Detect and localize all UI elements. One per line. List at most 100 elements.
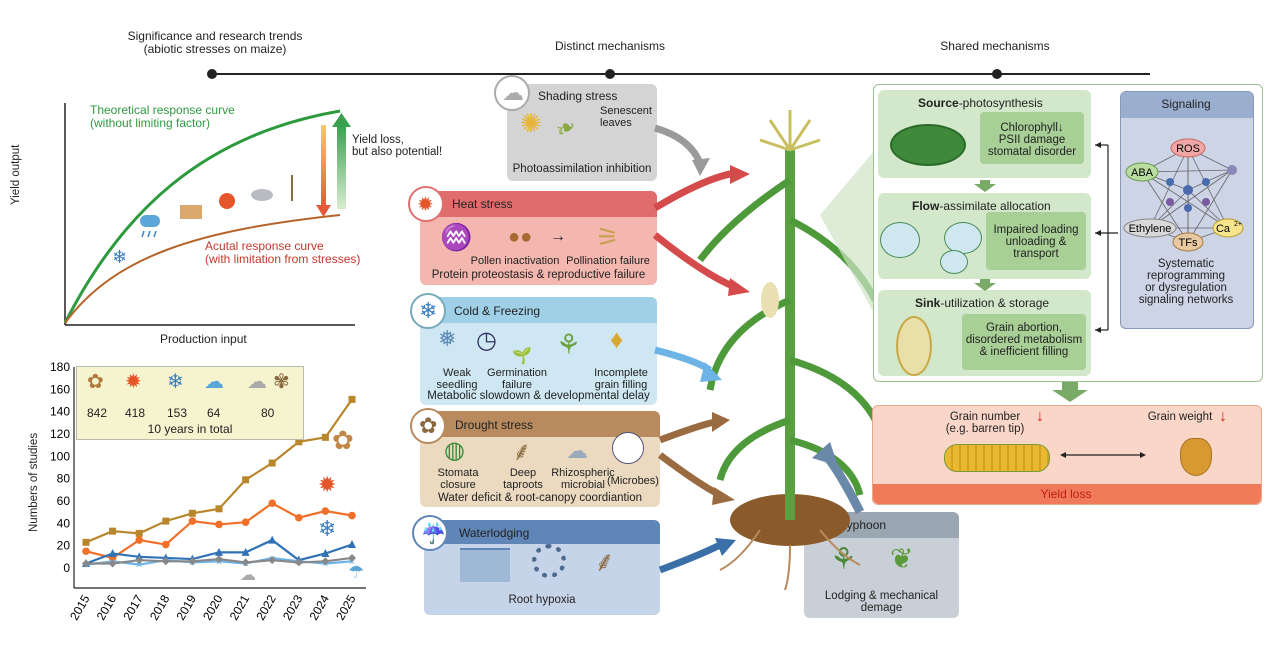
point-waterlogging: × xyxy=(349,556,355,568)
flow-title: Flow-assimilate allocation xyxy=(912,199,1051,213)
point-heat xyxy=(321,507,330,515)
heat-stress-panel xyxy=(420,191,657,285)
flooded-roots-icon xyxy=(460,548,510,582)
shading-title: Shading stress xyxy=(538,89,618,103)
waterlogging-title: Waterlodging xyxy=(459,526,530,540)
point-drought xyxy=(109,527,117,535)
heat-icon: ✹ xyxy=(125,371,142,393)
production-input-axis-label: Production input xyxy=(160,332,247,346)
point-cold xyxy=(108,548,117,557)
y-tick-label: 80 xyxy=(57,472,71,486)
shading-arrow xyxy=(653,124,704,165)
point-cold xyxy=(215,547,223,556)
timeline xyxy=(207,69,1150,79)
point-heat xyxy=(348,511,356,520)
yield-loss-arrow xyxy=(316,125,331,217)
grain-weight-label: Grain weight xyxy=(1147,411,1213,423)
ethylene-node xyxy=(1123,218,1177,238)
header-significance: Significance and research trends (abioti… xyxy=(127,29,303,56)
ca-node xyxy=(1212,218,1244,238)
point-heat xyxy=(268,499,277,508)
plant-icon: ⚘ xyxy=(556,329,582,360)
corn-cob-icon: ♦ xyxy=(610,324,624,354)
point-drought xyxy=(215,505,223,513)
silk-icon: ⚞ xyxy=(596,222,620,252)
cold-caption: Metabolic slowdown & developmental delay xyxy=(427,390,650,402)
point-heat xyxy=(82,547,90,556)
point-drought xyxy=(348,395,356,403)
inset-count-heat: 418 xyxy=(125,406,146,420)
point-heat xyxy=(162,540,170,549)
header-shared: Shared mechanisms xyxy=(940,39,1050,53)
cold-weak-label: Weak seedling xyxy=(436,367,478,391)
drought-badge: ✿ xyxy=(410,408,446,444)
signaling-network: ROS ABA Ethylene TFs Ca 2+ xyxy=(1123,138,1244,252)
hot-sun-icon: ✹ xyxy=(417,194,434,216)
point-heat xyxy=(135,536,143,544)
point-drought xyxy=(188,509,196,517)
stomata-icon: ◍ xyxy=(444,437,465,464)
heat-title-bar xyxy=(420,191,657,217)
point-heat xyxy=(241,518,250,527)
point-shading_typhoon xyxy=(188,557,197,566)
microbes-circle-icon xyxy=(612,432,644,464)
inset-count-waterlogging: 64 xyxy=(207,406,221,420)
cloud-sun-icon: ☁ xyxy=(502,80,524,105)
y-tick-label: 140 xyxy=(50,405,70,419)
rain-end-icon: ☂ xyxy=(348,562,365,582)
shading-caption: Photoassimilation inhibition xyxy=(512,163,652,175)
cold-end-icon: ❄ xyxy=(318,516,337,541)
chloroplast-icon xyxy=(890,124,966,166)
pollen-icon: ♒ xyxy=(440,222,473,252)
ros-node xyxy=(1170,138,1206,158)
y-tick-label: 60 xyxy=(57,494,71,508)
point-drought xyxy=(82,538,90,546)
cold-incomplete-label: Incomplete grain filling xyxy=(594,367,648,391)
snowflake-icon: ❄ xyxy=(167,371,184,393)
sink-effects-box: Grain abortion, disordered metabolism & … xyxy=(962,314,1086,370)
ca-charge-label: 2+ xyxy=(1234,221,1242,228)
shading-stress-panel xyxy=(507,84,657,181)
typhoon-icon: ✾ xyxy=(273,371,290,393)
heat-badge: ✹ xyxy=(408,186,444,222)
header-distinct: Distinct mechanisms xyxy=(554,39,666,53)
theoretical-curve xyxy=(63,109,341,324)
drought-icon: ✿ xyxy=(87,371,104,393)
cold-badge: ❄ xyxy=(410,293,446,329)
source-cell-icon xyxy=(880,222,920,258)
grain-connector xyxy=(1060,452,1146,458)
point-drought xyxy=(295,438,303,446)
point-shading_typhoon xyxy=(294,558,303,567)
point-shading_typhoon xyxy=(241,558,250,567)
point-heat xyxy=(215,520,223,529)
heat-arrow-bottom xyxy=(652,232,737,291)
broken-leaf-icon: ❦ xyxy=(890,543,914,574)
waterlogging-arrow xyxy=(658,541,722,574)
source-title: Source-photosynthesis xyxy=(918,96,1043,110)
yield-loss-label: Yield loss, but also potential! xyxy=(352,134,443,158)
point-drought xyxy=(242,476,250,484)
snowflake-badge-icon: ❄ xyxy=(419,298,438,323)
shading-end-icon: ☁ xyxy=(240,567,256,584)
heat-pollen-label: Pollen inactivation xyxy=(470,255,560,267)
y-tick-label: 0 xyxy=(63,561,70,575)
cold-freezing-panel xyxy=(420,297,657,405)
signaling-title-bar xyxy=(1121,92,1253,118)
kernel-grain-icon xyxy=(1180,438,1212,476)
sink-cell-icon-2 xyxy=(940,250,968,274)
point-shading_typhoon xyxy=(161,557,170,566)
waterlogging-badge: ☔ xyxy=(412,515,448,551)
frost-icon: ❅ xyxy=(438,326,457,351)
drought-title: Drought stress xyxy=(455,418,534,432)
seedling-icon: 🌱 xyxy=(512,348,532,365)
grain-number-down-arrow-icon: ↓ xyxy=(1036,408,1044,425)
inset-count-cold: 153 xyxy=(167,406,188,420)
sink-title: Sink-utilization & storage xyxy=(915,296,1050,310)
point-shading_typhoon xyxy=(108,559,117,568)
signaling-caption: Systematic reprogramming or dysregulatio… xyxy=(1138,258,1234,306)
cold-title-bar xyxy=(420,297,657,323)
point-drought xyxy=(268,459,276,467)
curve-icons: ❄ xyxy=(112,175,293,267)
signaling-title: Signaling xyxy=(1161,97,1211,111)
